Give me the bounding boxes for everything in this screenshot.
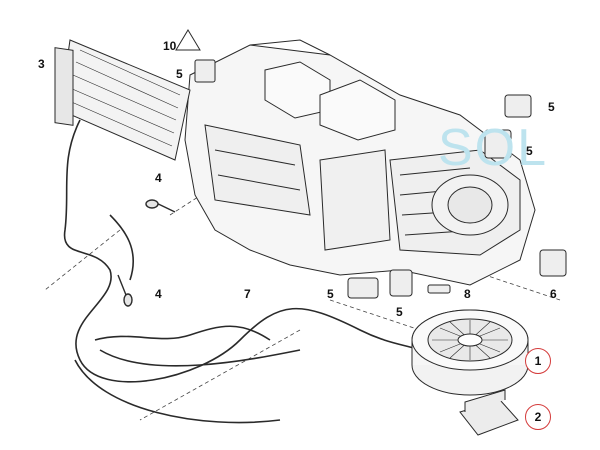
callout-5: 5 (526, 144, 533, 158)
callout-5: 5 (396, 305, 403, 319)
callout-8: 8 (464, 287, 471, 301)
blower-motor (411, 309, 529, 396)
callout-3: 3 (38, 57, 45, 71)
callout-1-highlighted: 1 (525, 348, 551, 374)
warning-label-icon (175, 29, 201, 51)
hvac-housing (184, 39, 536, 286)
callout-2-highlighted: 2 (525, 404, 551, 430)
callout-5: 5 (176, 67, 183, 81)
callout-5: 5 (327, 287, 334, 301)
callout-5: 5 (548, 100, 555, 114)
heater-core (54, 39, 191, 161)
actuators (194, 59, 567, 299)
blower-resistor (459, 389, 519, 436)
watermark: SOL (438, 119, 549, 177)
callout-6: 6 (550, 287, 557, 301)
callout-4: 4 (155, 171, 162, 185)
temperature-sensors (117, 199, 176, 307)
callout-4: 4 (155, 287, 162, 301)
callout-10: 10 (163, 39, 177, 53)
wiring-harness (63, 119, 426, 424)
callout-7: 7 (244, 287, 251, 301)
